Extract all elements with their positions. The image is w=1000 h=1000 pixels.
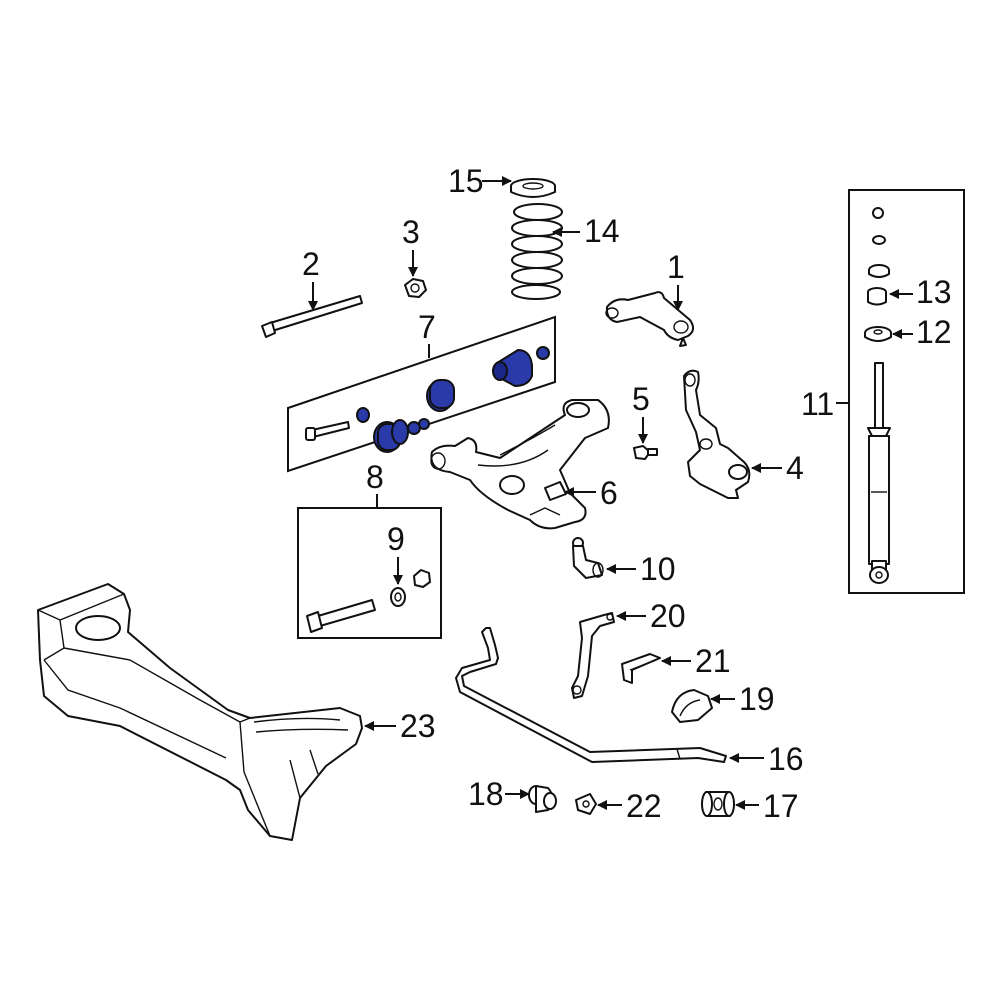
part-2-bolt[interactable] <box>261 295 363 338</box>
callout-4: 4 <box>786 450 804 486</box>
part-5-bolt[interactable] <box>633 445 658 460</box>
callout-18: 18 <box>468 776 504 812</box>
part-10-ball-joint[interactable] <box>572 537 604 579</box>
callout-5: 5 <box>632 381 650 417</box>
part-17-bushing[interactable] <box>701 791 735 817</box>
callout-12: 12 <box>916 314 952 350</box>
part-12-washer[interactable] <box>864 326 892 342</box>
part-11-shock-absorber[interactable] <box>867 362 891 584</box>
part-19-cushion[interactable] <box>671 689 713 723</box>
part-6-lower-control-arm[interactable] <box>430 399 610 530</box>
callout-21: 21 <box>695 643 731 679</box>
callout-1: 1 <box>667 249 685 285</box>
part-23-crossmember[interactable] <box>37 583 363 841</box>
part-22-clip[interactable] <box>575 793 597 815</box>
callout-6: 6 <box>600 475 618 511</box>
callout-7: 7 <box>418 309 436 345</box>
callout-10: 10 <box>640 551 676 587</box>
callout-13: 13 <box>916 274 952 310</box>
callout-19: 19 <box>739 681 775 717</box>
part-18-bushing[interactable] <box>528 785 557 813</box>
part-9-washer[interactable] <box>390 587 406 607</box>
callout-22: 22 <box>626 788 662 824</box>
part-1-upper-control-arm[interactable] <box>605 291 694 347</box>
callout-11: 11 <box>801 386 834 422</box>
callout-14: 14 <box>584 213 620 249</box>
part-7-bushing-kit[interactable] <box>287 315 556 473</box>
part-14-coil-spring[interactable] <box>511 203 563 300</box>
callout-2: 2 <box>302 246 320 282</box>
part-13-bushing[interactable] <box>867 287 887 306</box>
callout-20: 20 <box>650 598 686 634</box>
washer-highlight <box>356 407 370 423</box>
callout-8: 8 <box>366 459 384 495</box>
part-11-mount-washer[interactable] <box>872 235 886 245</box>
callout-16: 16 <box>768 741 804 777</box>
callout-23: 23 <box>400 708 436 744</box>
callout-3: 3 <box>402 214 420 250</box>
part-21-bracket[interactable] <box>621 653 661 684</box>
part-11-mount-nut[interactable] <box>872 207 884 219</box>
part-3-nut[interactable] <box>404 278 427 298</box>
part-20-stabilizer-link[interactable] <box>571 612 615 699</box>
part-8-nut[interactable] <box>413 569 431 588</box>
part-8-bolt[interactable] <box>306 599 376 633</box>
callout-9: 9 <box>387 521 405 557</box>
part-11-shock-kit-box[interactable] <box>848 189 965 594</box>
callout-15: 15 <box>448 163 484 199</box>
part-4-steering-knuckle[interactable] <box>683 369 751 499</box>
part-15-spring-pad[interactable] <box>510 178 556 198</box>
part-16-stabilizer-bar[interactable] <box>455 627 727 763</box>
part-11-mount-bushing-top[interactable] <box>868 264 890 278</box>
callout-17: 17 <box>763 788 799 824</box>
